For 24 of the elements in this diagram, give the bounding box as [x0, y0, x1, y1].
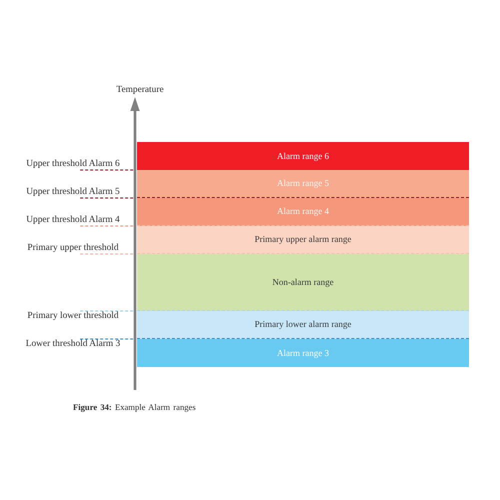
figure-caption: Figure 34: Example Alarm ranges [73, 402, 196, 412]
range-band [137, 311, 469, 339]
band-label: Alarm range 6 [277, 150, 329, 162]
threshold-label: Primary upper threshold [22, 243, 124, 254]
band-label: Primary lower alarm range [254, 319, 352, 330]
leader-line [80, 338, 134, 340]
threshold-label: Upper threshold Alarm 4 [22, 215, 124, 226]
threshold-label: Upper threshold Alarm 5 [22, 187, 124, 198]
band-label: Alarm range 4 [277, 206, 329, 217]
range-band [137, 142, 469, 170]
band-label: Primary upper alarm range [254, 234, 352, 245]
range-band [137, 198, 469, 226]
threshold-label: Primary lower threshold [22, 311, 124, 322]
leader-line [80, 310, 134, 312]
range-band [137, 226, 469, 254]
range-band [137, 339, 469, 367]
threshold-label: Lower threshold Alarm 3 [22, 339, 124, 350]
axis-title: Temperature [115, 85, 165, 95]
range-band [137, 254, 469, 311]
band-label: Alarm range 3 [277, 348, 329, 358]
band-label: Alarm range 5 [277, 178, 329, 189]
range-band [137, 170, 469, 198]
threshold-label: Upper threshold Alarm 6 [22, 159, 124, 170]
band-label: Non-alarm range [272, 276, 334, 288]
